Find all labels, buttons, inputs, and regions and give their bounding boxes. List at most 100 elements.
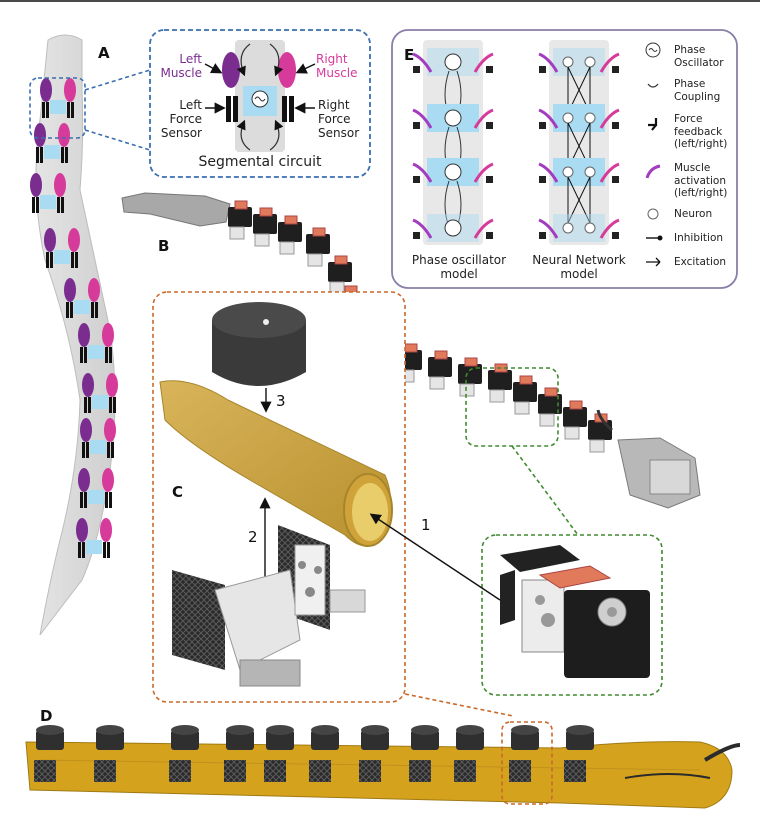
muscle-activation-left (538, 52, 559, 73)
segment-left-sensor (50, 252, 53, 268)
module-puck-top (511, 725, 539, 735)
segment-right-sensor (75, 252, 78, 268)
panel-e-models (412, 40, 620, 245)
panel-label-c: C (172, 483, 184, 501)
robot-module (538, 387, 562, 427)
module-detail-drawing (500, 545, 650, 678)
skin-module (359, 725, 389, 782)
muscle-activation-left (412, 218, 433, 239)
segment-right-muscle (68, 228, 80, 252)
module-puck (96, 730, 124, 750)
connector-to-d (404, 693, 514, 717)
module-side-plate (409, 760, 431, 782)
legend-force-feedback-line1: Force (674, 113, 703, 125)
module-side-plate (309, 760, 331, 782)
segment-sensor-block (86, 540, 102, 554)
robot-module-body (488, 370, 512, 390)
module-puck-top (411, 725, 439, 735)
module-puck (36, 730, 64, 750)
segment-left-sensor (88, 397, 91, 413)
robot-module (563, 400, 587, 440)
right-muscle-label: Right Muscle (316, 52, 360, 80)
right-muscle-shape (278, 52, 296, 88)
right-force-sensor-label-line1: Right (318, 98, 350, 112)
robot-module-block (464, 357, 478, 367)
segment-left-sensor (82, 442, 85, 458)
left-muscle-label: Left Muscle (158, 52, 202, 80)
phase-oscillator-model-line2: model (440, 267, 478, 281)
segment (78, 323, 114, 363)
module-side-plate (94, 760, 116, 782)
detail-zoom-line (511, 445, 579, 536)
robot-module-body (228, 207, 252, 227)
legend-excitation-icon (646, 257, 661, 267)
right-force-sensor-label: Right Force Sensor (318, 98, 364, 140)
segment-right-sensor (71, 102, 74, 118)
segment-sensor-block (88, 345, 104, 359)
segment-right-sensor (111, 442, 114, 458)
legend-phase-oscillator-wave (648, 48, 658, 52)
force-sensor-right (612, 122, 619, 129)
segment-sensor-block (90, 440, 106, 454)
legend-phase-oscillator: Phase Oscillator (674, 44, 724, 69)
legend-phase-coupling-line2: Coupling (674, 90, 721, 103)
robot-module-block (259, 207, 273, 217)
robot-module-body (538, 394, 562, 414)
legend-phase-coupling: Phase Coupling (674, 78, 720, 103)
legend-phase-coupling-icon (647, 83, 659, 88)
segment-left-sensor (86, 442, 89, 458)
robot-module-body (278, 222, 302, 242)
force-sensor-right (486, 122, 493, 129)
right-muscle-label-line1: Right (316, 52, 348, 66)
muscle-activation-left (538, 218, 559, 239)
segment (64, 278, 100, 318)
ladder-segment (553, 104, 605, 132)
step-2-label: 2 (248, 528, 258, 546)
force-sensor-left (413, 176, 420, 183)
robot-module-bracket (254, 233, 270, 247)
top-rule (0, 0, 760, 2)
segment-right-muscle (100, 518, 112, 542)
robot-module (306, 227, 330, 267)
legend-neuron-icon (647, 208, 659, 220)
skin-module (169, 725, 199, 782)
step-1-label: 1 (421, 516, 431, 534)
muscle-activation-right (599, 52, 620, 73)
segment-left-muscle (80, 418, 92, 442)
neural-network-model-caption: Neural Network model (523, 253, 635, 281)
module-puck-top (226, 725, 254, 735)
segment-right-sensor (95, 302, 98, 318)
robot-module-block (312, 227, 326, 237)
module-side-plate (454, 760, 476, 782)
segment-left-sensor (78, 542, 81, 558)
muscle-activation-right (473, 218, 494, 239)
segmental-circuit-drawing (204, 40, 316, 152)
panel-d-skin (25, 741, 741, 809)
segment-right-muscle (106, 373, 118, 397)
segment-right-sensor (71, 252, 74, 268)
module-puck-top (266, 725, 294, 735)
legend-force-feedback-icon (648, 118, 658, 131)
segment-left-muscle (34, 123, 46, 147)
panel-b-tail (596, 409, 701, 509)
segment (30, 173, 66, 213)
segment-right-sensor (91, 302, 94, 318)
robot-module (328, 255, 352, 295)
module-side-plate (224, 760, 246, 782)
legend-excitation: Excitation (674, 256, 727, 268)
segment-right-sensor (109, 347, 112, 363)
oscillator-node (444, 219, 462, 237)
robot-module-bracket (514, 401, 530, 415)
robot-module-body (458, 364, 482, 384)
skin-module (224, 725, 254, 782)
skin-module (264, 725, 294, 782)
force-sensor-right (486, 232, 493, 239)
module-puck (266, 730, 294, 750)
robot-module (588, 413, 612, 453)
segment (76, 518, 112, 558)
legend-icons (645, 42, 663, 267)
panel-a-zoom-box (29, 77, 86, 139)
segment-left-muscle (82, 373, 94, 397)
ladder-segment (553, 214, 605, 242)
robot-module (253, 207, 277, 247)
